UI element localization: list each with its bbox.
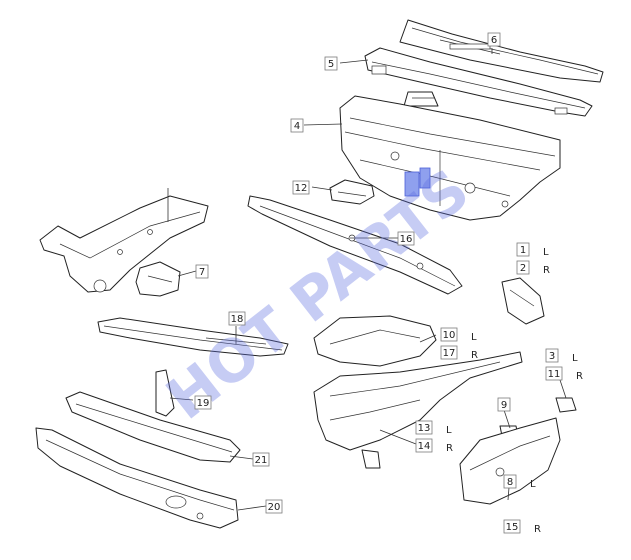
callout-box [290,118,304,133]
callout-box [516,242,530,257]
part-6-cowl-top-cover [399,19,604,83]
callout-box [195,264,209,279]
callout-number: 3 [549,351,555,362]
callout-20: 20 [265,499,283,514]
callout-box [194,395,212,410]
callout-4: 4 [290,118,304,133]
part-10-17-wheel-house [313,315,437,367]
callout-box [440,345,458,360]
side-label-L: L [471,332,477,343]
callout-13: 13 L [415,420,452,436]
callout-number: 2 [520,263,526,274]
part-1-2-side-bracket [501,277,545,325]
side-label-R: R [543,265,550,276]
side-label-L: L [530,479,536,490]
callout-box [440,327,458,342]
callout-14: 14 R [415,438,453,454]
part-8-15-side-panel [459,417,561,505]
part-12-bracket [329,179,375,205]
callout-number: 14 [418,441,431,452]
callout-box [415,420,433,435]
side-label-L: L [572,353,578,364]
callout-number: 10 [443,330,456,341]
callout-number: 6 [491,35,497,46]
callout-box [397,231,415,246]
callout-box [292,180,310,195]
callout-number: 17 [443,348,456,359]
callout-box [503,474,517,489]
callout-number: 20 [268,502,281,513]
callout-number: 13 [418,423,431,434]
callout-number: 12 [295,183,308,194]
callout-number: 5 [328,59,334,70]
callout-box [324,56,338,71]
part-19-radiator-stay [155,369,175,417]
callout-box [415,438,433,453]
part-3-11-clip [555,397,577,413]
part-20-bumper-reinforcement [35,427,239,529]
side-label-R: R [446,443,453,454]
part-13-14-side-member-assembly [313,351,523,469]
callout-number: 19 [197,398,210,409]
side-label-R: R [576,371,583,382]
part-4-dash-panel [339,95,561,221]
callout-16: 16 [397,231,415,246]
callout-11: 11 R [545,366,583,382]
callout-number: 9 [501,400,507,411]
callout-10: 10 L [440,327,477,343]
callout-17: 17 R [440,345,478,361]
part-16-cowl-cross-member [247,195,463,295]
callout-box [252,452,270,467]
part-front-side-member [39,195,209,293]
callout-box [487,32,501,47]
callout-12: 12 [292,180,310,195]
callout-number: 15 [506,522,519,533]
callout-number: 8 [507,477,513,488]
callout-box [516,260,530,275]
side-label-R: R [534,524,541,535]
callout-box [545,366,563,381]
callout-15: 15 R [503,519,541,535]
callout-box [545,348,559,363]
callout-box [497,397,511,412]
callout-number: 1 [520,245,526,256]
part-7-bracket [135,261,181,297]
callout-box [503,519,521,534]
callout-18: 18 [228,311,246,326]
callout-number: 7 [199,267,205,278]
callout-21: 21 [252,452,270,467]
callout-number: 4 [294,121,300,132]
callout-9: 9 [497,397,511,412]
callout-box [265,499,283,514]
part-5-cowl-panel-upper [364,47,593,117]
callout-number: 18 [231,314,244,325]
side-label-R: R [471,350,478,361]
callout-number: 21 [255,455,268,466]
callout-number: 16 [400,234,413,245]
part-18-radiator-support-upper [97,317,289,357]
callout-box [228,311,246,326]
side-label-L: L [446,425,452,436]
side-label-L: L [543,247,549,258]
callout-number: 11 [548,369,561,380]
callout-6: 6 [487,32,501,47]
callout-19: 19 [194,395,212,410]
callout-7: 7 [195,264,209,279]
callout-5: 5 [324,56,338,71]
part-21-radiator-support-lower [65,391,241,463]
